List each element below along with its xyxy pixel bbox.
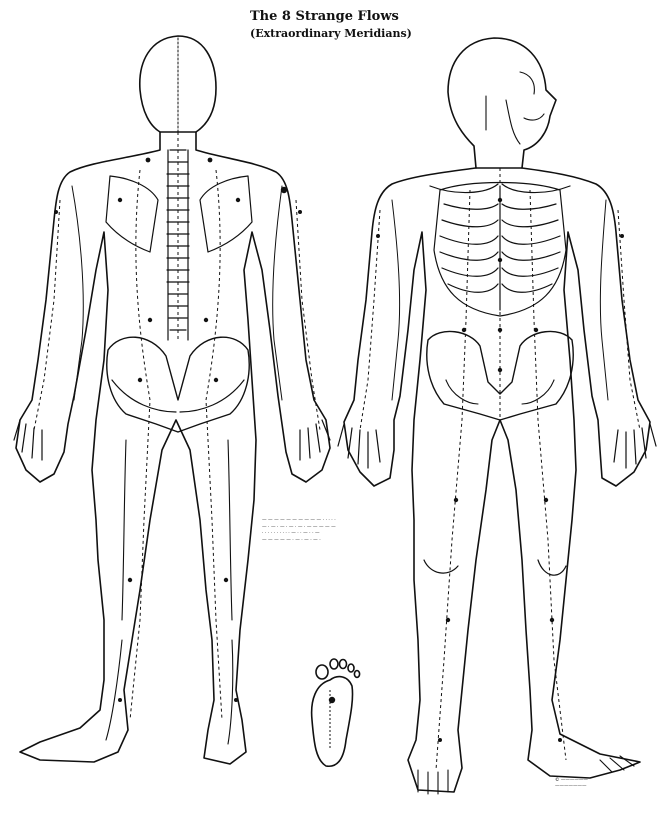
front-right-foot [600,756,634,772]
front-face-features [486,72,544,144]
credit-line: ——————— [555,784,655,790]
front-body-outline [344,168,650,792]
toe-2 [330,659,338,669]
front-head [448,38,556,168]
toe-1 [316,665,328,679]
back-torso-outline [16,132,330,764]
left-scapula [106,176,158,252]
back-left-arm-inner [72,186,83,400]
anterior-figure [338,38,656,794]
back-acupoints [54,158,302,702]
kidney-1-point [330,698,335,703]
right-scapula [200,176,252,252]
toe-5 [354,671,359,678]
front-right-knee [538,560,566,575]
sole-outline [312,677,353,767]
toe-3 [340,660,347,669]
legend-row: — — — — — · — · — · — · [262,538,380,545]
spine-vertebrae [167,150,189,340]
back-left-leg-inner [106,440,126,740]
front-left-arm-inner [392,200,400,400]
front-right-arm-inner [600,200,608,400]
line-style-legend: — — — — — — — — — — · · · · · — · — · — … [262,518,380,544]
front-left-hand [338,424,380,468]
toe-4 [348,664,354,672]
back-right-hand [300,420,330,460]
front-left-knee [424,560,458,573]
back-pelvis [107,337,249,432]
back-buttocks [112,380,244,412]
back-right-leg-inner [228,440,233,744]
front-right-hand [614,424,656,468]
sole-figure [312,659,360,766]
copyright-note: © —————— ——————— [555,778,655,790]
posterior-figure [14,36,330,764]
